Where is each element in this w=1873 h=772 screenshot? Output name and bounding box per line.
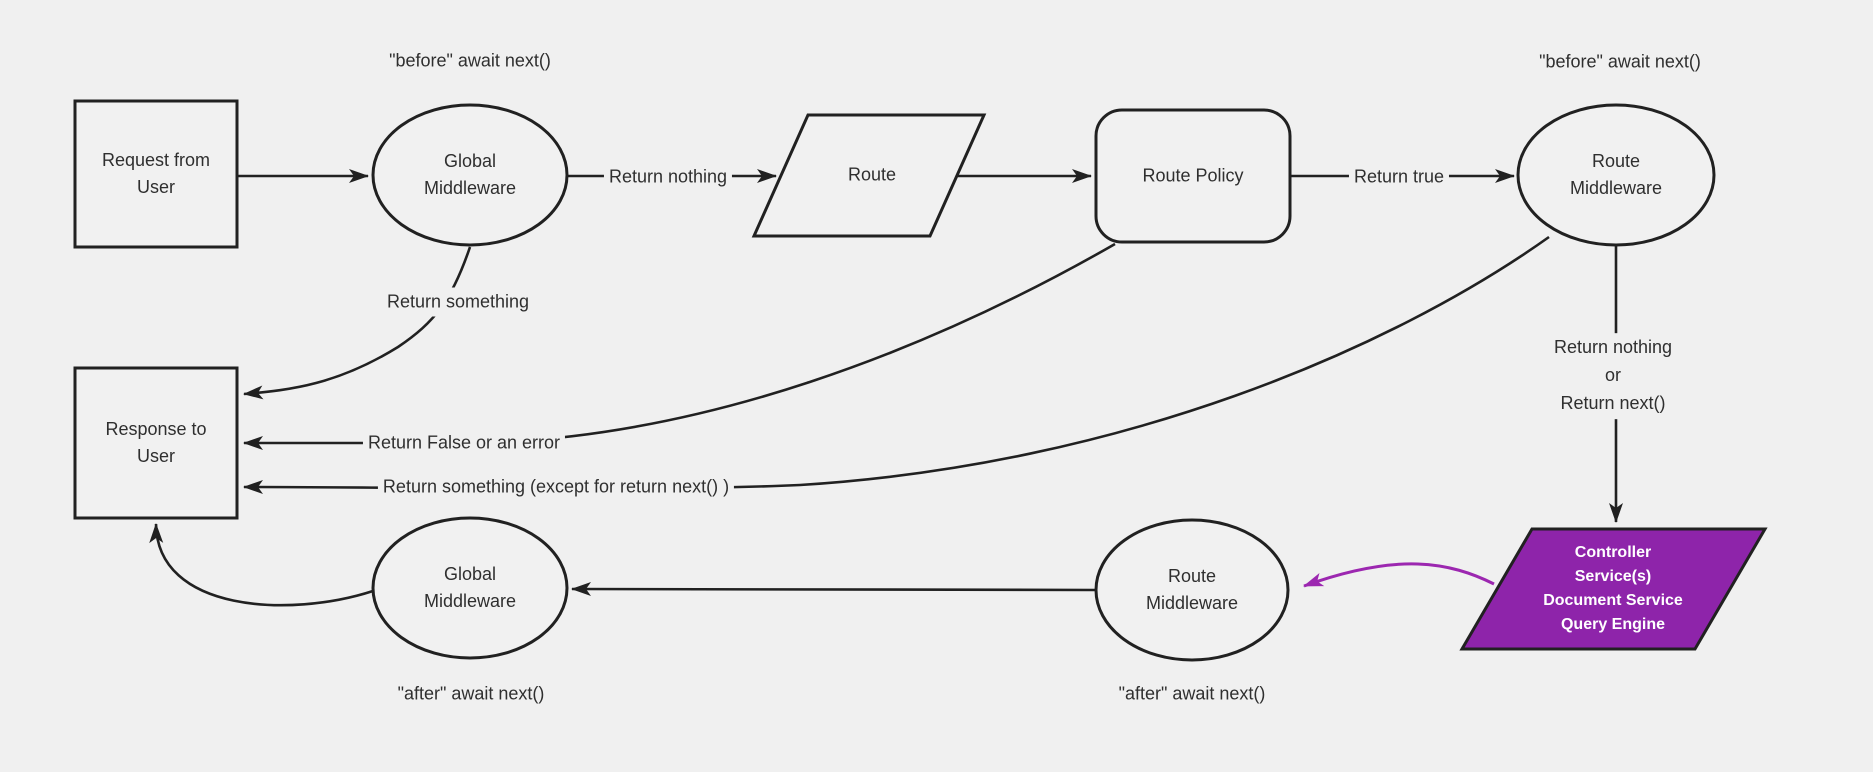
edge-route-policy-to-response <box>243 242 1116 450</box>
return-nothing-or-next-label: Return nothing or Return next() <box>1548 333 1678 419</box>
return-false-or-error-label: Return False or an error <box>362 428 566 458</box>
route-middleware-bottom-label: Route Middleware <box>1145 566 1239 613</box>
response-to-user-node <box>73 366 239 520</box>
before-await-next-right-label: "before" await next() <box>1539 51 1701 72</box>
global-middleware-top-label: Global Middleware <box>423 151 517 198</box>
route-middleware-bottom-node <box>1094 518 1290 662</box>
request-from-user-label: Request from User <box>101 150 211 197</box>
return-something-except-label: Return something (except for return next… <box>377 472 735 502</box>
return-true-label: Return true <box>1348 162 1450 192</box>
response-to-user-label: Response to User <box>105 419 207 466</box>
controller-services-node <box>1459 527 1768 651</box>
route-middleware-top-node <box>1516 103 1716 247</box>
global-middleware-bottom-node <box>371 516 569 660</box>
controller-services-label: Controller Service(s) Document Service Q… <box>1543 544 1683 633</box>
global-middleware-top-node <box>371 103 569 247</box>
edge-controller-to-route-mw-bottom <box>1303 562 1495 588</box>
route-node <box>751 113 987 238</box>
before-await-next-left-label: "before" await next() <box>389 50 551 71</box>
route-policy-label: Route Policy <box>1142 165 1244 186</box>
route-policy-node <box>1094 108 1292 244</box>
return-nothing-label: Return nothing <box>603 162 733 192</box>
route-middleware-top-label: Route Middleware <box>1569 151 1663 198</box>
return-something-label: Return something <box>381 287 535 317</box>
edge-route-mw-bottom-to-global-mw-bottom <box>571 582 1097 597</box>
route-label: Route <box>847 164 897 185</box>
global-middleware-bottom-label: Global Middleware <box>423 564 517 611</box>
request-from-user-node <box>73 99 239 249</box>
after-await-next-left-label: "after" await next() <box>397 683 545 704</box>
edge-global-mw-bottom-to-response <box>149 523 374 607</box>
edge-global-mw-to-response <box>243 246 472 400</box>
after-await-next-middle-label: "after" await next() <box>1118 683 1266 704</box>
